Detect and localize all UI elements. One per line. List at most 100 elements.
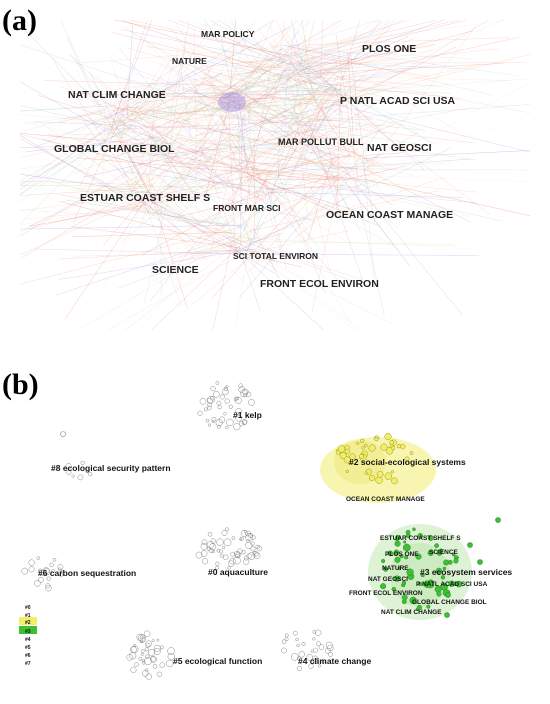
network-link: [287, 61, 310, 96]
network-link: [193, 90, 346, 93]
cluster-node: [219, 549, 224, 554]
cluster-node: [66, 470, 72, 475]
network-link: [19, 105, 167, 140]
network-link: [172, 159, 200, 214]
network-link: [19, 117, 125, 190]
network-link: [150, 167, 255, 302]
network-link: [355, 159, 420, 178]
cluster-node: [383, 566, 389, 572]
network-link: [193, 147, 351, 170]
cluster-node: [130, 646, 137, 654]
network-link: [295, 67, 322, 163]
cluster-node: [250, 534, 256, 541]
network-link: [134, 92, 239, 104]
network-link: [219, 19, 305, 106]
network-link: [273, 19, 467, 69]
network-link: [289, 51, 430, 78]
network-link: [301, 19, 313, 90]
cluster-node: [65, 463, 72, 470]
network-link: [19, 120, 115, 195]
cluster-node: [364, 471, 368, 475]
network-link: [113, 106, 298, 151]
network-link: [240, 180, 337, 297]
network-link: [307, 158, 333, 240]
network-link: [311, 82, 463, 100]
cluster-node: [219, 553, 224, 558]
network-link: [311, 19, 397, 83]
network-link: [19, 111, 134, 224]
cluster-node: [235, 408, 243, 415]
network-link: [47, 134, 173, 160]
network-link: [282, 68, 350, 71]
network-link: [245, 83, 259, 237]
network-link: [109, 125, 135, 148]
network-link: [125, 88, 223, 124]
network-link: [76, 89, 226, 92]
node-label-nat-geosci: NAT GEOSCI: [368, 576, 408, 583]
network-link: [249, 170, 478, 193]
network-links: [19, 19, 531, 331]
network-link: [108, 52, 153, 191]
network-link: [179, 139, 318, 142]
cluster-node: [216, 538, 224, 546]
cluster-node: [222, 545, 226, 550]
network-link: [348, 128, 350, 161]
network-link: [19, 105, 118, 112]
network-link: [163, 99, 221, 212]
cluster-node: [321, 658, 326, 664]
network-link: [144, 193, 170, 303]
network-link: [176, 28, 248, 136]
network-link: [244, 178, 345, 181]
network-link: [365, 162, 451, 168]
cluster-node: [153, 647, 161, 655]
network-link: [288, 132, 476, 161]
network-link: [19, 173, 164, 195]
network-link: [241, 52, 332, 109]
network-link: [123, 26, 296, 139]
network-link: [361, 158, 376, 223]
cluster-node: [88, 472, 93, 477]
network-link: [175, 134, 333, 166]
network-link: [227, 133, 290, 157]
network-link: [48, 180, 252, 240]
network-link: [199, 146, 266, 256]
legend-item-6: #6: [25, 653, 31, 659]
network-link: [298, 122, 474, 144]
journal-label-plos-one: PLOS ONE: [362, 43, 416, 55]
network-link: [146, 193, 261, 321]
network-link: [77, 90, 255, 169]
cluster-node: [199, 398, 207, 405]
cluster-node: [216, 400, 222, 406]
network-link: [297, 119, 400, 253]
network-link: [144, 103, 314, 116]
network-link: [320, 19, 324, 78]
cluster-node: [416, 604, 423, 611]
network-link: [131, 108, 136, 194]
cluster-node: [45, 585, 52, 592]
cluster-node: [345, 469, 349, 473]
cluster-node: [145, 654, 150, 659]
journal-label-estuar-coast-shelf-s: ESTUAR COAST SHELF S: [80, 192, 210, 204]
network-link: [284, 34, 367, 58]
network-link: [151, 112, 237, 152]
network-link: [252, 168, 469, 217]
network-link: [107, 61, 183, 117]
cluster-node: [291, 653, 299, 661]
cluster-node: [61, 569, 65, 573]
cluster-node: [208, 548, 214, 554]
network-link: [218, 157, 340, 174]
network-link: [364, 168, 471, 223]
cluster-node: [201, 539, 208, 545]
network-link: [265, 51, 298, 99]
network-link: [212, 168, 266, 221]
cluster-node: [150, 656, 157, 663]
cluster-node: [230, 551, 235, 557]
network-link: [308, 135, 381, 165]
network-link: [60, 85, 182, 144]
cluster-node: [284, 637, 289, 642]
network-link: [34, 248, 255, 255]
network-link: [163, 19, 256, 157]
network-link: [264, 131, 302, 165]
network-link: [220, 33, 251, 177]
network-link: [179, 137, 383, 174]
